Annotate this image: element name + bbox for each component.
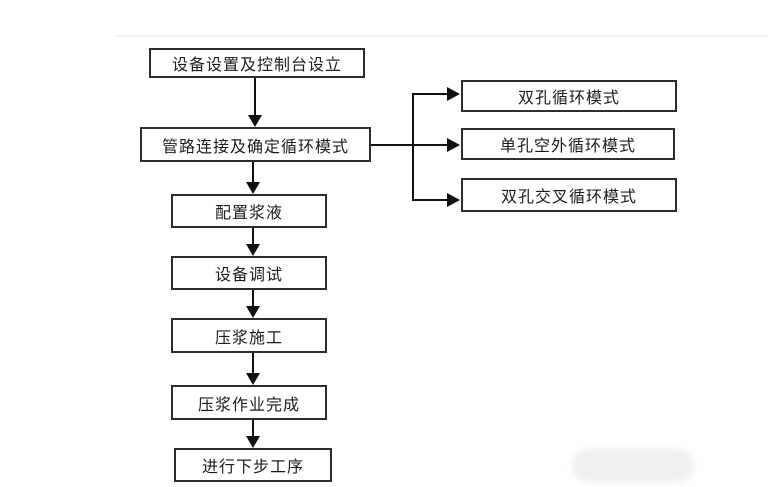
flow-node-mode-cross-hole: 双孔交叉循环模式	[461, 178, 677, 212]
flow-node-complete: 压浆作业完成	[171, 385, 327, 420]
flow-node-next-step: 进行下步工序	[174, 448, 332, 482]
arrowhead-down-2	[246, 182, 260, 194]
flow-node-pipeline: 管路连接及确定循环模式	[140, 127, 371, 162]
flow-node-mode-dual-hole: 双孔循环模式	[461, 80, 677, 112]
flow-node-mode-single-hole: 单孔空外循环模式	[461, 128, 675, 160]
flow-node-debug: 设备调试	[171, 256, 327, 290]
arrowhead-down-1	[248, 115, 262, 127]
arrowhead-down-6	[246, 436, 260, 448]
blurred-watermark	[572, 449, 694, 482]
arrowhead-right-top	[447, 87, 460, 101]
arrowhead-down-3	[246, 244, 260, 256]
arrowhead-right-bottom	[447, 193, 460, 207]
arrowhead-right-mid	[447, 138, 460, 152]
flow-node-setup: 设备设置及控制台设立	[149, 48, 365, 78]
arrowhead-down-4	[246, 306, 260, 318]
arrowhead-down-5	[246, 373, 260, 385]
flow-node-grout: 压浆施工	[171, 318, 327, 353]
flow-node-slurry: 配置浆液	[171, 194, 327, 228]
faint-top-divider	[115, 35, 768, 37]
